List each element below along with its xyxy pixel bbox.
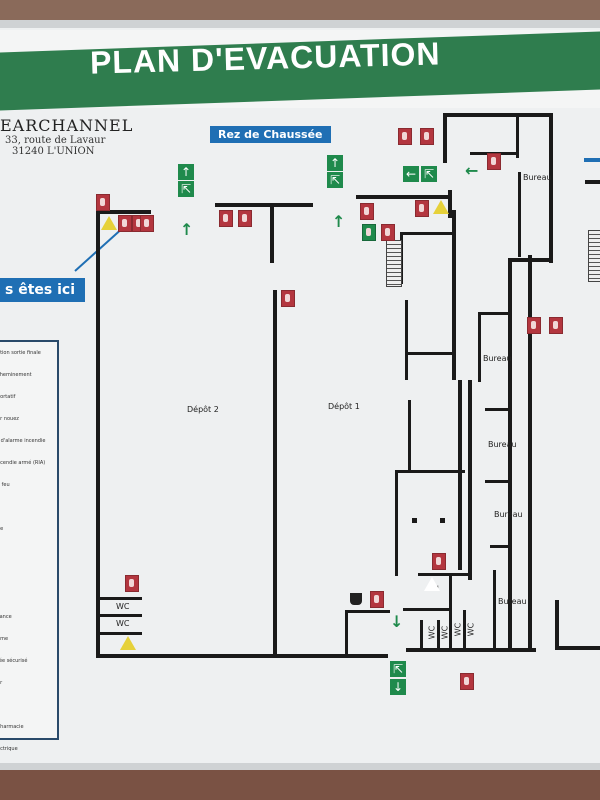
running-man-icon: ⇱	[327, 172, 343, 188]
legend-item: ncendie armé (RIA)	[0, 460, 46, 466]
running-man-icon: ⇱	[178, 181, 194, 197]
you-are-here-label: s êtes ici	[0, 278, 85, 302]
room-bureau: Bureau	[494, 510, 523, 519]
legend-item: ge	[0, 526, 4, 532]
legend-item: ur	[0, 680, 3, 686]
room-depot2: Dépôt 2	[187, 405, 219, 414]
legend-item	[0, 694, 57, 716]
room-bureau: Bureau	[498, 597, 527, 606]
direction-arrow-up-icon: ↑	[332, 212, 346, 231]
fire-extinguisher-icon	[527, 317, 541, 334]
fire-extinguisher-icon	[238, 210, 252, 227]
fire-extinguisher-icon	[281, 290, 295, 307]
legend-item: portatif	[0, 394, 16, 400]
direction-arrow-up-icon: ↑	[180, 220, 194, 239]
stairs	[588, 230, 600, 282]
room-wc: WC	[453, 622, 463, 637]
electrical-hazard-icon	[120, 636, 136, 650]
direction-arrow-left-icon: ←	[465, 161, 479, 180]
legend-item: rée sécurisé	[0, 658, 28, 664]
company-name: EARCHANNEL	[0, 116, 134, 135]
legend-item: r d'alarme incendie	[0, 438, 46, 444]
fire-extinguisher-icon	[487, 153, 501, 170]
legend-item: z	[0, 584, 57, 606]
exit-arrow-up-icon: ↑	[178, 164, 194, 180]
room-wc: WC	[427, 625, 437, 640]
stairs	[386, 240, 402, 287]
electrical-hazard-icon	[433, 200, 449, 214]
fire-bucket-icon	[350, 593, 362, 605]
room-depot1: Dépôt 1	[328, 402, 360, 411]
fire-extinguisher-icon	[360, 203, 374, 220]
hazard-triangle-icon	[424, 577, 440, 591]
running-man-icon: ⇱	[390, 661, 406, 677]
wall-background	[0, 770, 600, 800]
room-wc: WC	[116, 619, 130, 628]
legend-item: ation sortie finale	[0, 350, 41, 356]
legend-item: pharmacie	[0, 724, 24, 730]
fire-extinguisher-icon	[96, 194, 110, 211]
first-aid-icon	[362, 224, 376, 241]
fire-extinguisher-icon	[460, 673, 474, 690]
running-man-icon: ⇱	[421, 166, 437, 182]
fire-extinguisher-icon	[420, 128, 434, 145]
fire-extinguisher-icon	[370, 591, 384, 608]
electrical-hazard-icon	[101, 216, 117, 230]
exit-arrow-up-icon: ↑	[327, 155, 343, 171]
fire-extinguisher-icon	[125, 575, 139, 592]
fire-extinguisher-icon	[219, 210, 233, 227]
fire-extinguisher-icon	[432, 553, 446, 570]
room-wc: WC	[116, 602, 130, 611]
address-line1: 33, route de Lavaur	[5, 135, 106, 146]
fire-extinguisher-icon	[415, 200, 429, 217]
legend-item: e feu	[0, 482, 10, 488]
direction-arrow-down-icon: ↓	[390, 612, 404, 631]
fire-extinguisher-icon	[140, 215, 154, 232]
legend-item: cheminement	[0, 372, 32, 378]
room-bureau: Bureau	[488, 440, 517, 449]
fire-extinguisher-icon	[398, 128, 412, 145]
legend-item: sance	[0, 614, 12, 620]
fire-extinguisher-icon	[381, 224, 395, 241]
company-block: EARCHANNEL 33, route de Lavaur 31240 L'U…	[0, 116, 133, 157]
room-bureau: Bureau	[523, 173, 552, 182]
room-wc: WC	[440, 625, 450, 640]
address-line2: 31240 L'UNION	[12, 146, 95, 157]
exit-arrow-left-icon: ←	[403, 166, 419, 182]
exit-arrow-down-icon: ↓	[390, 679, 406, 695]
floor-label: Rez de Chaussée	[210, 126, 331, 143]
room-bureau: Bureau	[483, 354, 512, 363]
legend: ation sortie finale cheminement portatif…	[0, 340, 59, 752]
room-wc: WC	[466, 622, 476, 637]
legend-item	[0, 496, 57, 518]
sign-panel	[0, 28, 600, 763]
fire-extinguisher-icon	[549, 317, 563, 334]
legend-item: ur nouez	[0, 416, 19, 422]
legend-item: eme	[0, 636, 9, 642]
legend-item	[0, 540, 57, 562]
fire-extinguisher-icon	[118, 215, 132, 232]
legend-item	[0, 562, 57, 584]
next-plan-label	[584, 158, 600, 162]
